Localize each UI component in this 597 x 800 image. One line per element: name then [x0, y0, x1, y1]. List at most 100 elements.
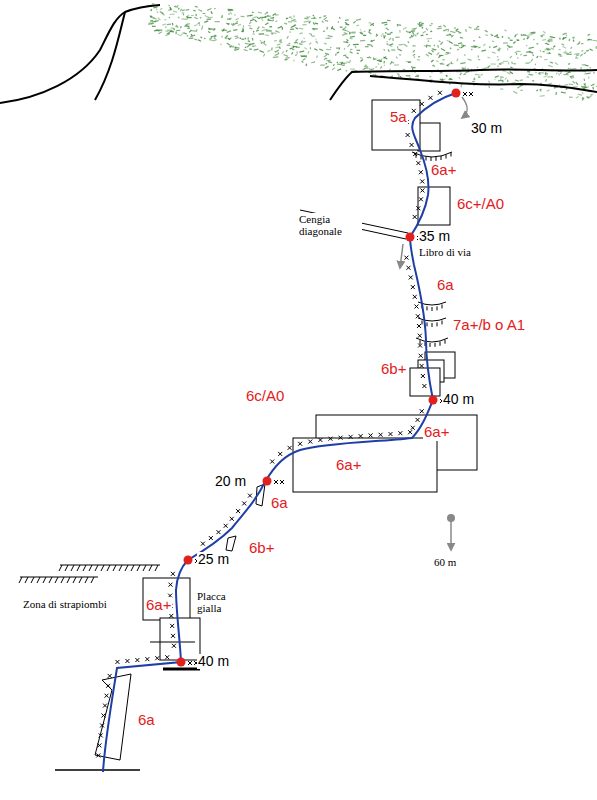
vegetation-stroke [278, 26, 282, 28]
bolt-mark [429, 96, 433, 100]
vegetation-stroke [447, 29, 449, 32]
vegetation-stroke [203, 13, 206, 15]
vegetation-stroke [488, 81, 490, 83]
vegetation-stroke [274, 40, 277, 41]
bolt-mark [100, 723, 104, 727]
ridge-line [95, 12, 125, 100]
vegetation-stroke [314, 61, 315, 62]
vegetation-stroke [476, 67, 478, 68]
vegetation-stroke [421, 27, 423, 29]
hatch-stroke [143, 565, 146, 571]
vegetation-stroke [346, 61, 350, 63]
vegetation-stroke [384, 65, 386, 66]
vegetation-stroke [178, 8, 180, 10]
vegetation-stroke [419, 24, 423, 26]
hatch-stroke [451, 152, 452, 156]
vegetation-stroke [304, 48, 307, 50]
vegetation-stroke [165, 26, 166, 27]
belay-station [406, 233, 415, 242]
grade-label: 6a+ [335, 457, 362, 474]
vegetation-stroke [193, 10, 195, 12]
vegetation-stroke [182, 12, 185, 14]
hatch-stroke [61, 577, 64, 583]
vegetation-stroke [465, 29, 467, 32]
vegetation-stroke [211, 37, 212, 38]
vegetation-stroke [540, 89, 542, 91]
vegetation-stroke [187, 35, 188, 37]
vegetation-stroke [417, 59, 420, 61]
vegetation-stroke [415, 76, 419, 77]
vegetation-stroke [159, 32, 162, 34]
bolt [463, 92, 467, 96]
bolt-mark [379, 433, 383, 437]
hatch-stroke [67, 577, 70, 583]
vegetation-stroke [226, 23, 230, 25]
vegetation-stroke [460, 62, 465, 64]
vegetation-stroke [259, 33, 264, 34]
vegetation-stroke [269, 26, 272, 27]
vegetation-stroke [357, 52, 359, 54]
hatch-stroke [137, 565, 140, 571]
bolt [145, 657, 149, 661]
vegetation-stroke [291, 20, 296, 21]
vegetation-stroke [299, 51, 304, 53]
vegetation-stroke [270, 17, 272, 19]
vegetation-stroke [548, 76, 551, 77]
hatch-stroke [85, 577, 88, 583]
bolt [469, 92, 473, 96]
vegetation-stroke [260, 51, 265, 53]
vegetation-stroke [227, 23, 229, 25]
vegetation-stroke [450, 31, 455, 32]
bolt-mark [172, 644, 176, 648]
vegetation-stroke [313, 15, 314, 16]
hatch-stroke [440, 342, 441, 346]
vegetation-stroke [447, 40, 449, 42]
vegetation-stroke [371, 68, 374, 70]
vegetation-stroke [259, 17, 262, 18]
vegetation-stroke [526, 51, 531, 52]
vegetation-stroke [302, 24, 306, 26]
vegetation-stroke [349, 32, 350, 34]
vegetation-stroke [245, 38, 247, 40]
vegetation-stroke [483, 44, 485, 46]
vegetation-stroke [352, 31, 356, 32]
vegetation-stroke [489, 46, 491, 48]
vegetation-stroke [586, 87, 589, 88]
vegetation-stroke [386, 43, 388, 45]
vegetation-stroke [527, 76, 529, 78]
vegetation-stroke [573, 76, 575, 78]
vegetation-stroke [517, 40, 519, 41]
vegetation-stroke [191, 15, 194, 16]
vegetation-stroke [518, 86, 521, 88]
vegetation-stroke [569, 51, 571, 52]
bolt-mark [419, 170, 423, 174]
vegetation-stroke [452, 63, 454, 64]
vegetation-stroke [573, 37, 575, 39]
vegetation-stroke [247, 15, 251, 17]
vegetation-stroke [266, 30, 271, 31]
vegetation-stroke [430, 30, 432, 32]
vegetation-stroke [271, 47, 272, 50]
bolt-mark [308, 440, 312, 444]
vegetation-stroke [310, 47, 311, 49]
bolt [420, 179, 424, 183]
grade-label: 6c+/A0 [456, 196, 505, 213]
vegetation-stroke [397, 46, 398, 48]
vegetation-stroke [565, 51, 567, 52]
vegetation-stroke [529, 71, 530, 73]
vegetation-stroke [364, 30, 366, 32]
vegetation-stroke [238, 44, 239, 45]
vegetation-stroke [360, 29, 361, 31]
bolt-mark [414, 305, 418, 309]
vegetation-stroke [386, 28, 389, 30]
bolt-mark [155, 656, 159, 660]
vegetation-stroke [582, 64, 585, 66]
vegetation-stroke [332, 68, 335, 70]
vegetation-stroke [437, 45, 439, 47]
hatch-stroke [65, 565, 68, 571]
bolt [172, 644, 176, 648]
ridge-line [0, 5, 160, 103]
block [418, 123, 440, 151]
vegetation-stroke [460, 73, 462, 75]
